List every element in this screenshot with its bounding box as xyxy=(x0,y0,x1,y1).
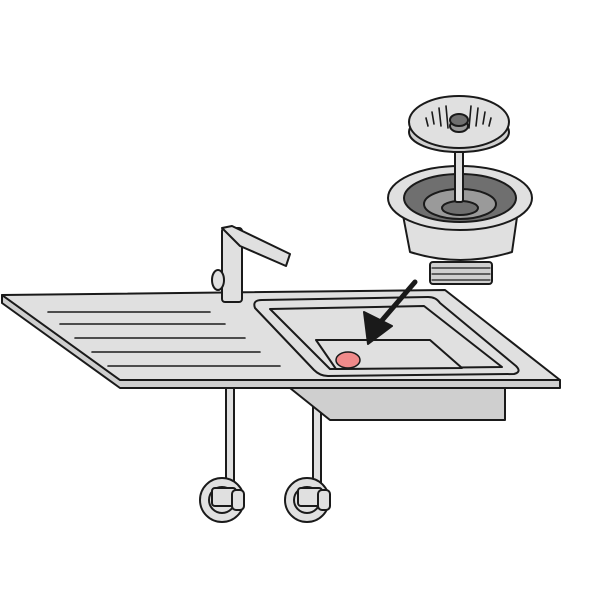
shutoff-valve-icon xyxy=(199,477,245,523)
drainboard-grooves xyxy=(47,311,281,367)
water-supply-right xyxy=(284,404,331,523)
strainer-plug-icon xyxy=(408,95,510,203)
strainer-tail-threads xyxy=(431,267,491,281)
water-supply-left xyxy=(199,387,245,523)
strainer-inner-ring xyxy=(441,200,479,216)
valve-knob-left xyxy=(231,489,245,511)
sink-basin-underside xyxy=(289,387,506,421)
arrow-down-left-icon xyxy=(363,279,418,345)
strainer-plug-knob-top xyxy=(449,113,469,127)
strainer-tail-nut xyxy=(429,261,493,285)
valve-knob-right xyxy=(317,489,331,511)
strainer-plug-slots xyxy=(425,105,492,129)
arrow-head xyxy=(363,311,393,345)
shutoff-valve-icon xyxy=(284,477,331,523)
faucet-handle xyxy=(211,269,225,291)
faucet-spout xyxy=(221,225,291,267)
sink-basin-icon xyxy=(253,296,520,377)
faucet-icon xyxy=(211,225,291,303)
arrow-shaft xyxy=(375,279,418,328)
drain-hole-marker xyxy=(335,351,361,369)
